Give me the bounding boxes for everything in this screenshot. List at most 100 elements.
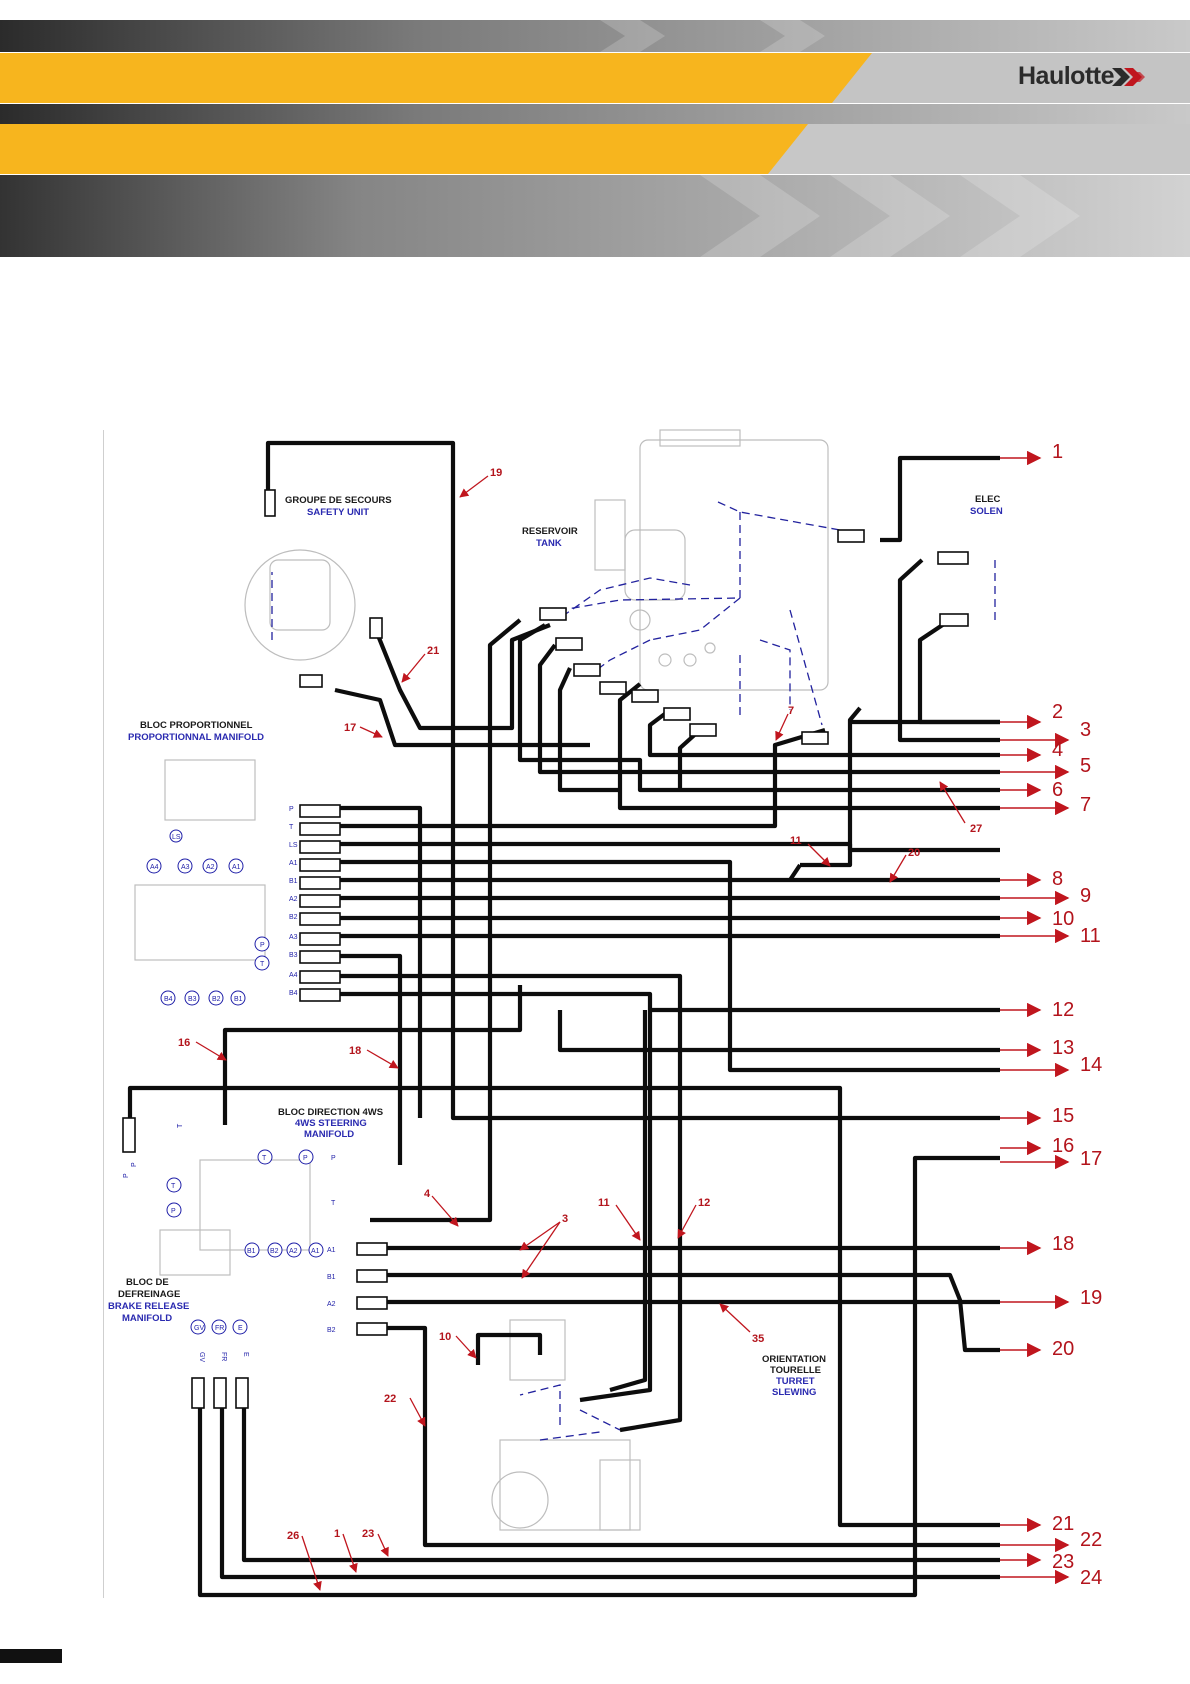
turret-slewing-label-fr2: TOURELLE [770,1365,821,1376]
bubble-label: P [171,1208,176,1215]
output-label: 22 [1080,1529,1102,1551]
output-label: 6 [1052,779,1063,801]
port-label: P [131,1162,138,1167]
bubble-label: T [262,1155,267,1162]
port-label: A3 [289,934,298,941]
output-label: 19 [1080,1287,1102,1309]
port-label: A4 [289,972,298,979]
bubble-label: A1 [232,864,241,871]
callout-label: 18 [349,1045,361,1057]
port-label: A1 [327,1247,336,1254]
callout-label: 3 [562,1213,568,1225]
bubble-label: B3 [188,996,197,1003]
port-label: P [289,806,294,813]
callout-label: 26 [287,1530,299,1542]
port-label: B1 [289,878,298,885]
bubble-label: T [260,961,265,968]
port-label: B4 [289,990,298,997]
output-label: 15 [1052,1105,1074,1127]
callout-label: 27 [970,823,982,835]
callout-label: 10 [439,1331,451,1343]
steering-manifold-label-en1: 4WS STEERING [295,1118,367,1129]
output-label: 9 [1080,885,1091,907]
port-label: B3 [289,952,298,959]
output-label: 10 [1052,908,1074,930]
turret-slewing-label-en2: SLEWING [772,1387,816,1398]
port-label: A2 [327,1301,336,1308]
bubble-label: A1 [311,1248,320,1255]
prop-manifold-ports: P T LS A1 B1 A2 B2 A3 B3 A4 B4 [289,806,298,997]
output-label: 7 [1080,794,1091,816]
output-label: 23 [1052,1551,1074,1573]
output-numbers: 1 2 3 4 5 6 7 8 9 10 11 12 13 14 15 16 1… [1052,441,1102,1589]
callout-label: 19 [490,467,502,479]
callout-label: 35 [752,1333,764,1345]
port-label: LS [289,842,298,849]
output-label: 2 [1052,701,1063,723]
brand-logo: Haulotte [1018,62,1115,90]
port-label: B2 [289,914,298,921]
callout-label: 17 [344,722,356,734]
port-label: P [123,1173,130,1178]
callout-label: 7 [788,705,794,717]
brake-manifold-label-en2: MANIFOLD [122,1313,172,1324]
port-label: E [242,1352,249,1357]
output-label: 18 [1052,1233,1074,1255]
output-label: 4 [1052,739,1063,761]
port-label: A1 [289,860,298,867]
steering-manifold-bubbles [166,1149,324,1258]
bubble-label: A2 [206,864,215,871]
safety-unit-label: GROUPE DE SECOURS [285,495,392,506]
brake-manifold-label-fr1: BLOC DE [126,1277,169,1288]
callout-label: 16 [178,1037,190,1049]
bubble-label: E [238,1325,243,1332]
turret-slewing-label-en1: TURRET [776,1376,815,1387]
output-arrows [1000,450,1070,1585]
hose-lines [127,440,1000,1598]
callout-label: 11 [598,1197,610,1209]
tank-label-en: TANK [536,538,562,549]
bubble-label: FR [215,1325,224,1332]
output-label: 13 [1052,1037,1074,1059]
output-label: 5 [1080,755,1091,777]
port-label: T [331,1200,336,1207]
callout-label: 11 [790,835,802,847]
port-label: P [331,1155,336,1162]
steering-manifold-label-en2: MANIFOLD [304,1129,354,1140]
port-label: A2 [289,896,298,903]
fittings [122,489,969,1409]
callout-label: 21 [427,645,439,657]
footer-bar [0,1649,62,1663]
port-label: GV [198,1352,205,1362]
output-label: 20 [1052,1338,1074,1360]
output-label: 8 [1052,868,1063,890]
component-drawings [134,429,829,1531]
output-label: 24 [1080,1567,1102,1589]
steering-manifold-ports: P T P T A1 B1 A2 B2 [131,1123,336,1334]
tank-label: RESERVOIR [522,526,578,537]
safety-unit-label-en: SAFETY UNIT [307,507,369,518]
bubble-label: P [303,1155,308,1162]
output-label: 14 [1080,1054,1102,1076]
output-label: 17 [1080,1148,1102,1170]
bubble-label: B2 [270,1248,279,1255]
bubble-label: LS [172,834,181,841]
logo-chevron-icon [1112,68,1145,86]
brake-manifold-label-en1: BRAKE RELEASE [108,1301,189,1312]
prop-manifold-label: BLOC PROPORTIONNEL [140,720,253,731]
bubble-label: GV [194,1325,204,1332]
callout-label: 23 [362,1528,374,1540]
elec-label: ELEC [975,494,1000,505]
bubble-label: B2 [212,996,221,1003]
port-label: T [289,824,294,831]
brake-manifold-label-fr2: DEFREINAGE [118,1289,180,1300]
port-label: FR [220,1352,227,1361]
bubble-label: B1 [234,996,243,1003]
bubble-label: A3 [181,864,190,871]
turret-slewing-label-fr1: ORIENTATION [762,1354,826,1365]
bubble-label: A4 [150,864,159,871]
prop-manifold-label-en: PROPORTIONNAL MANIFOLD [128,732,264,743]
elec-label-en: SOLEN [970,506,1003,517]
brake-manifold-bubbles [190,1319,248,1335]
